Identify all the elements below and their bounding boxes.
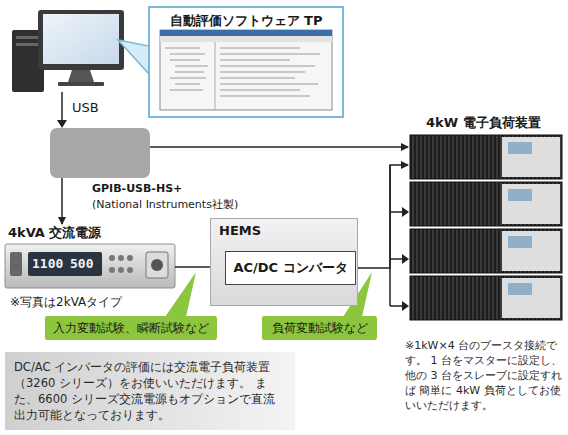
test-callout: 入力変動試験、瞬断試験など — [45, 316, 217, 340]
interface-box: GPIB-USB-HS+(National Instruments社製) — [50, 128, 150, 178]
callout-pointer — [118, 40, 149, 74]
node-text: DC/AC インバータの評価には交流電子負荷装置 （3260 シリーズ）をお使い… — [5, 352, 295, 430]
photo-note: ※写真は2kVAタイプ — [10, 294, 122, 311]
node-text: 入力変動試験、瞬断試験など — [45, 316, 217, 340]
hems-box: HEMS AC/DC コンバータ — [210, 218, 358, 306]
load-bus-heads — [402, 207, 409, 311]
test-callout: 負荷変動試験など — [262, 316, 377, 340]
load-stack: 4kW 電子負荷装置 — [408, 114, 564, 322]
display-value: 500 — [70, 256, 93, 271]
node-text: (National Instruments社製) — [92, 197, 238, 212]
interface-label: USB — [72, 100, 99, 115]
booster-note: ※1kW×4 台のブースタ接続です。 1 台をマスターに設定し、他の 3 台をス… — [405, 338, 563, 413]
node-text: 自動評価ソフトウェア TP — [150, 8, 342, 30]
ac-source-illustration — [5, 244, 175, 288]
note-panel: DC/AC インバータの評価には交流電子負荷装置 （3260 シリーズ）をお使い… — [5, 352, 295, 430]
callout-box: 自動評価ソフトウェア TP — [148, 6, 344, 118]
connector — [356, 165, 408, 268]
node-text: 4kW 電子負荷装置 — [408, 114, 564, 132]
node-text: 4kVA 交流電源 — [5, 224, 175, 242]
callout-fill — [148, 6, 344, 118]
software-screenshot — [160, 30, 332, 110]
node-text: GPIB-USB-HS+ — [92, 182, 182, 195]
node-text: HEMS — [211, 219, 357, 242]
callout-pointer — [165, 272, 196, 317]
node-text: AC/DC コンバータ — [226, 252, 355, 284]
connector — [61, 178, 63, 224]
usb-arrow — [57, 92, 67, 128]
load-bus — [390, 165, 403, 306]
display-value: 1100 — [32, 256, 63, 271]
node-text: 負荷変動試験など — [262, 316, 377, 340]
pc-illustration — [12, 10, 124, 92]
electronic-load-units — [410, 135, 562, 320]
converter-box: AC/DC コンバータ — [225, 251, 356, 285]
connector — [150, 146, 408, 148]
